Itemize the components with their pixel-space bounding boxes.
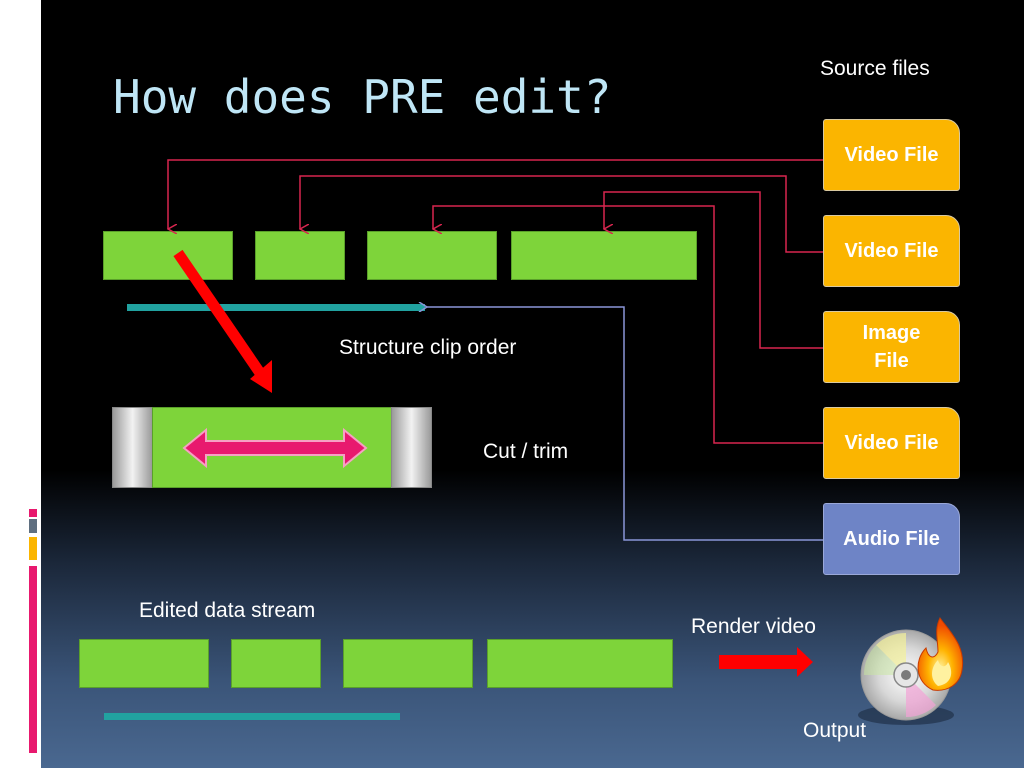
connector-video-3: [433, 205, 823, 444]
source-video-file-2: Video File: [823, 215, 960, 287]
trim-handle-right: [391, 407, 432, 488]
timeline-clip-1: [103, 231, 233, 280]
decor-mark-pink: [29, 509, 37, 517]
output-label: Output: [803, 719, 867, 742]
connector-video-2: [300, 175, 823, 253]
source-audio-file-label: Audio File: [843, 528, 940, 550]
structure-clip-order-label: Structure clip order: [339, 336, 517, 359]
source-files-label: Source files: [820, 57, 930, 80]
decor-mark-gray: [29, 519, 37, 533]
source-audio-file: Audio File: [823, 503, 960, 575]
trim-handle-left: [112, 407, 153, 488]
source-image-file: Image File: [823, 311, 960, 383]
slide-title: How does PRE edit?: [113, 70, 612, 124]
edited-data-stream-label: Edited data stream: [139, 599, 316, 622]
stream-clip-4: [487, 639, 673, 688]
timeline-clip-2: [255, 231, 345, 280]
source-video-file-3: Video File: [823, 407, 960, 479]
source-video-file-3-label: Video File: [844, 432, 939, 454]
decor-mark-pink-long: [29, 566, 37, 753]
stream-clip-1: [79, 639, 209, 688]
render-video-label: Render video: [691, 615, 816, 638]
audio-track-bottom: [104, 713, 400, 720]
source-video-file-1-label: Video File: [844, 144, 939, 166]
audio-track-top: [127, 304, 425, 311]
cd-flame-icon: [858, 617, 964, 725]
cut-trim-label: Cut / trim: [483, 440, 569, 463]
trim-double-arrow-icon: [182, 427, 368, 469]
render-arrow-icon: [719, 647, 813, 677]
connector-audio: [427, 307, 823, 541]
connector-video-1: [168, 159, 823, 229]
connector-image: [604, 191, 823, 349]
source-image-file-label: Image File: [862, 322, 921, 372]
cut-arrow-icon: [173, 249, 272, 393]
decor-mark-yellow: [29, 537, 37, 560]
timeline-clip-4: [511, 231, 697, 280]
stream-clip-3: [343, 639, 473, 688]
source-video-file-2-label: Video File: [844, 240, 939, 262]
timeline-clip-3: [367, 231, 497, 280]
source-video-file-1: Video File: [823, 119, 960, 191]
stream-clip-2: [231, 639, 321, 688]
